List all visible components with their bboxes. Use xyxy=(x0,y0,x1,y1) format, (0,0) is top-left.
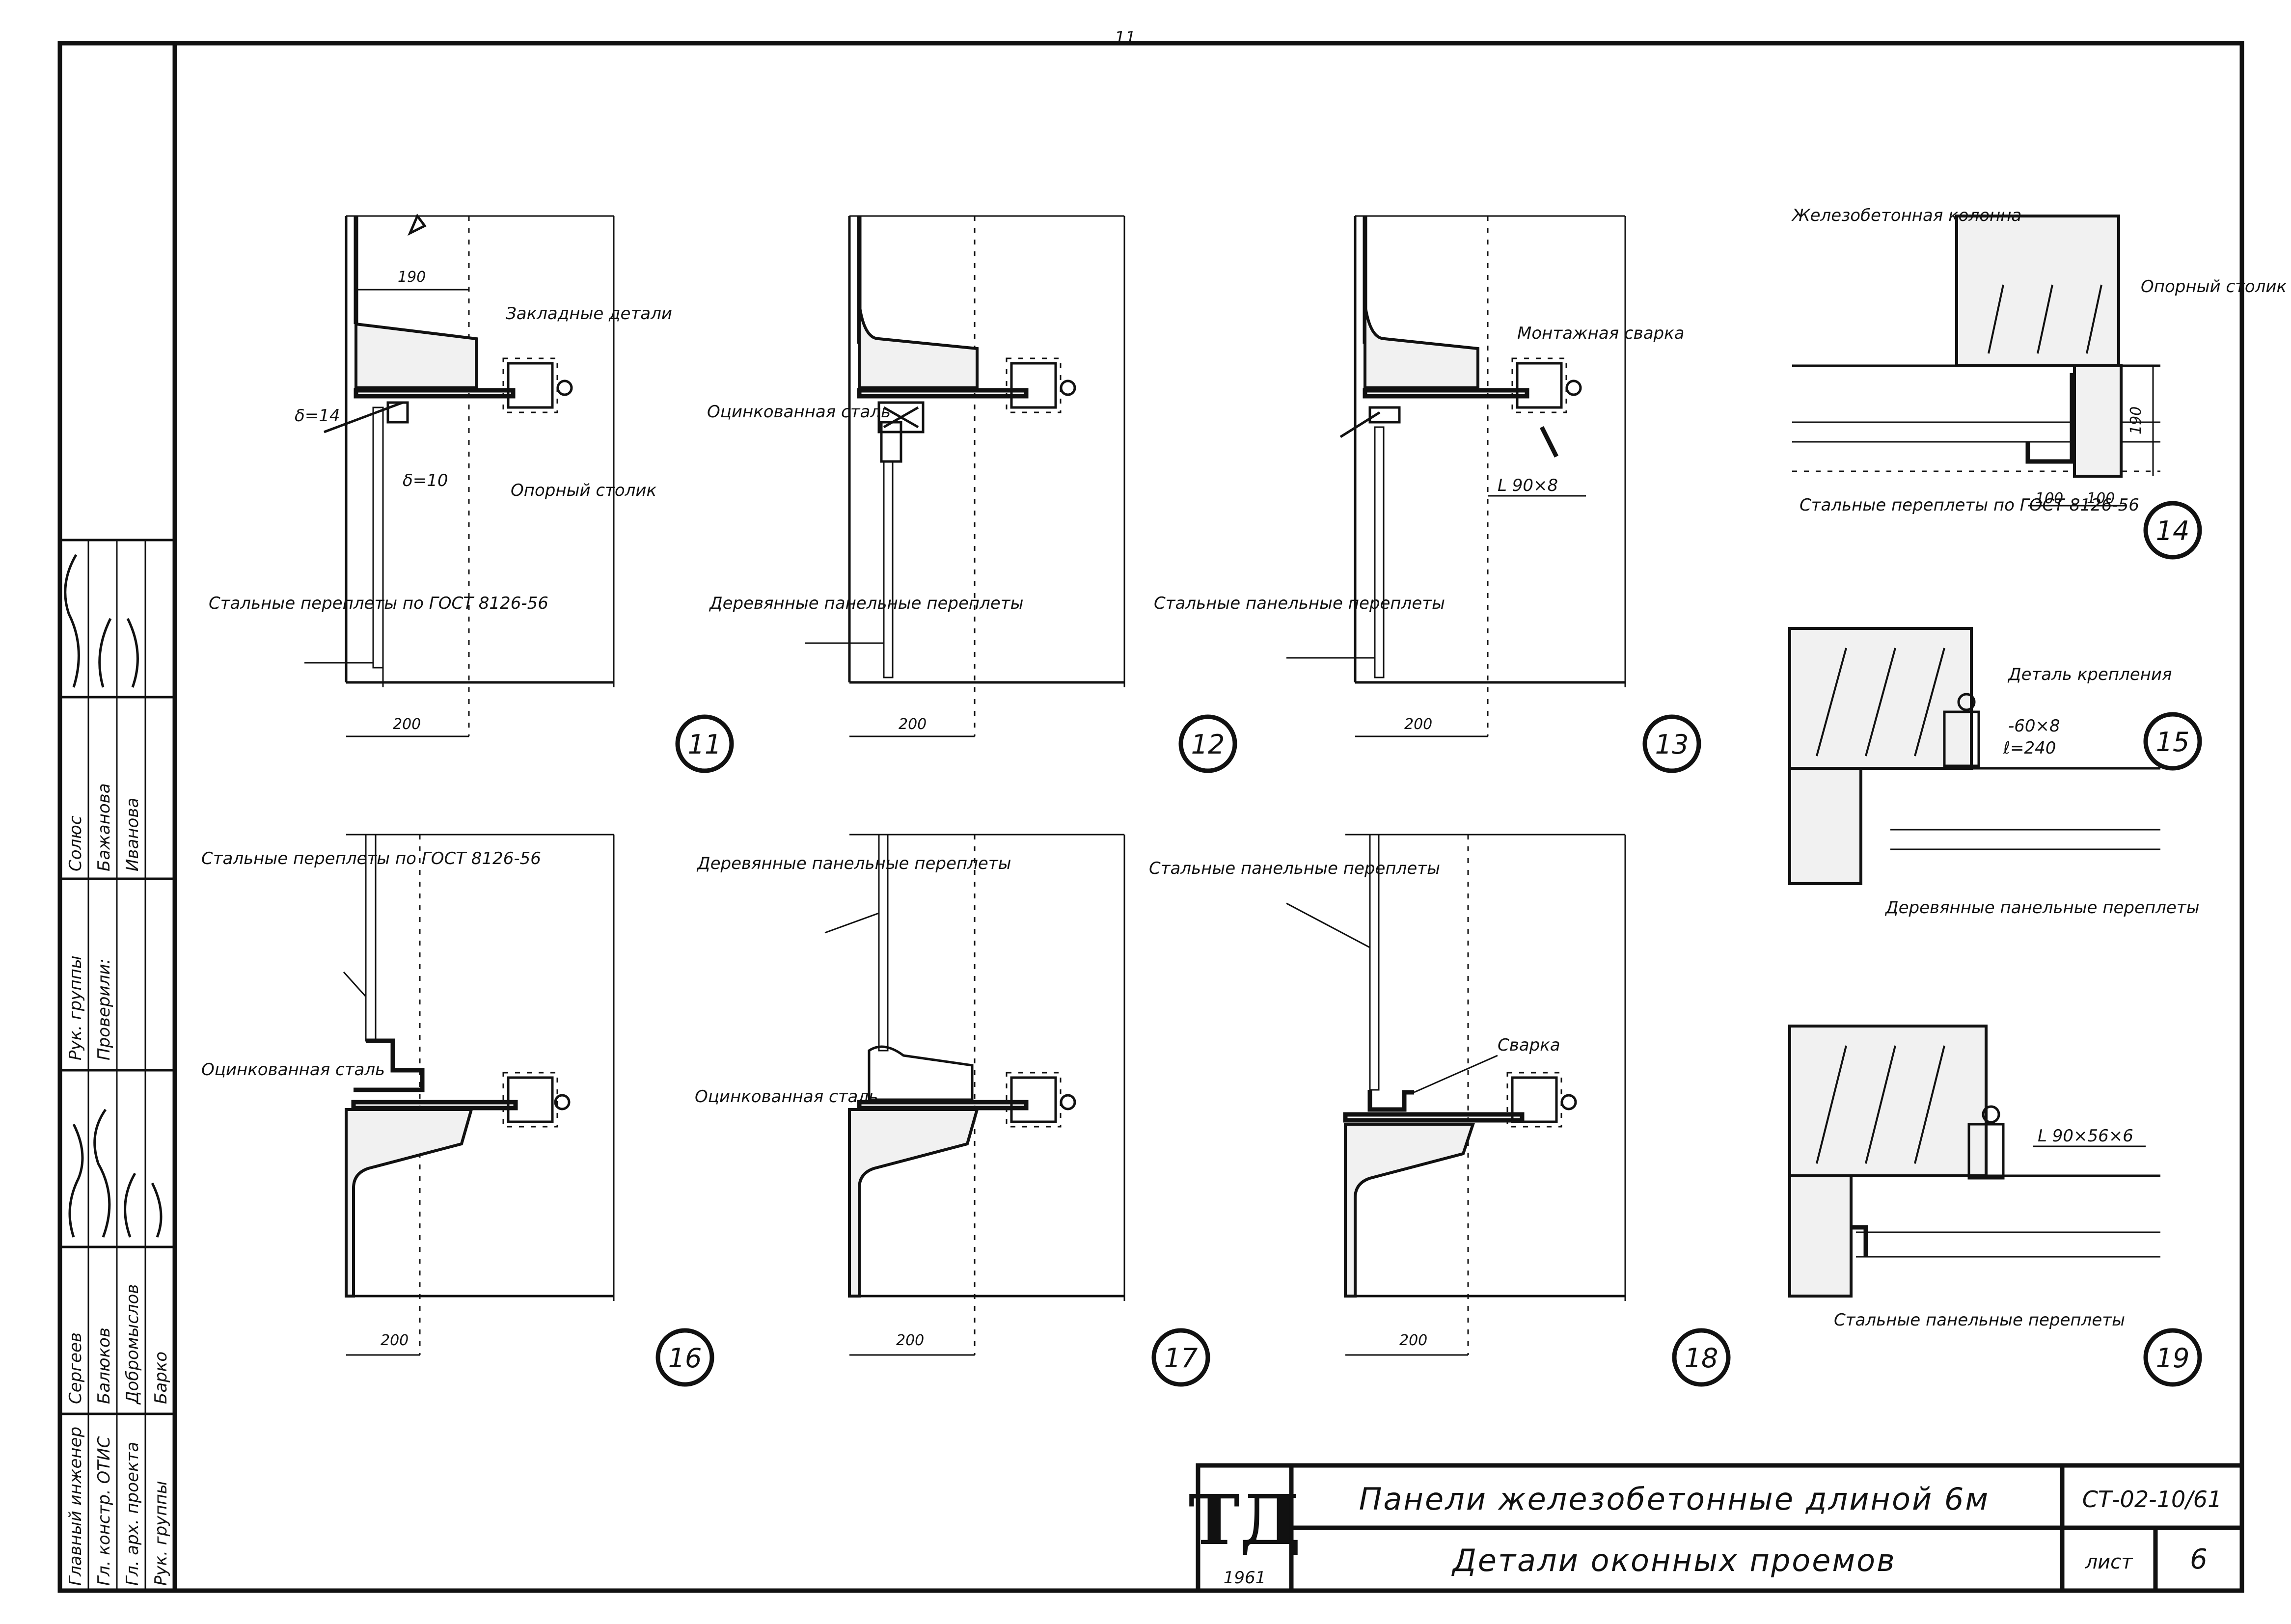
detail-14-callout xyxy=(2143,501,2202,560)
detail-18: Стальные панельные переплеты Сварка 200 … xyxy=(1149,834,1731,1387)
detail-13: Монтажная сварка L 90×8 Стальные панельн… xyxy=(1154,215,1701,773)
role-group-lead: Рук. группы xyxy=(151,1481,171,1586)
detail-11-embedded-label: Закладные детали xyxy=(506,304,672,324)
detail-18-welding-label: Сварка xyxy=(1498,1035,1560,1055)
detail-15-frames-label: Деревянные панельные переплеты xyxy=(1884,898,2199,918)
title-block: ТД 1961 Панели железобетонные длиной 6м … xyxy=(1189,1463,2244,1593)
role-chief-architect: Гл. арх. проекта xyxy=(123,1442,142,1586)
detail-12-callout xyxy=(1178,714,1237,773)
detail-17-number: 17 xyxy=(1164,1343,1198,1374)
signature-block: Главный инженер Гл. констр. ОТИС Гл. арх… xyxy=(58,539,176,1592)
role-chief-engineer: Главный инженер xyxy=(66,1427,85,1586)
detail-14-support-label: Опорный столик xyxy=(2141,277,2287,297)
detail-11-callout xyxy=(675,714,734,773)
detail-11-dim-200: 200 xyxy=(393,716,421,733)
name-sergeev: Сергеев xyxy=(66,1332,85,1404)
role-chief-constructor: Гл. констр. ОТИС xyxy=(94,1436,114,1586)
detail-11-number: 11 xyxy=(688,729,722,760)
detail-15: Деталь крепления -60×8 ℓ=240 Деревянные … xyxy=(1788,627,2202,918)
detail-19-angle-label: L 90×56×6 xyxy=(2038,1126,2133,1146)
detail-14-column-label: Железобетонная колонна xyxy=(1791,206,2021,225)
detail-16: Стальные переплеты по ГОСТ 8126-56 Оцинк… xyxy=(201,834,714,1387)
detail-18-frames-label: Стальные панельные переплеты xyxy=(1149,859,1440,878)
detail-15-plate-label: -60×8 xyxy=(2008,716,2060,736)
detail-16-callout xyxy=(655,1328,714,1387)
name-balyukov: Балюков xyxy=(94,1327,114,1404)
detail-17-frames-label: Деревянные панельные переплеты xyxy=(696,854,1011,873)
detail-12-dim-200: 200 xyxy=(899,716,927,733)
name-bazhanova: Бажанова xyxy=(94,783,114,871)
detail-18-callout xyxy=(1672,1328,1731,1387)
detail-14-frames-label: Стальные переплеты по ГОСТ 8126-56 xyxy=(1800,495,2139,515)
detail-12-galv-label: Оцинкованная сталь xyxy=(707,402,891,422)
signature-scribbles-lower xyxy=(68,1109,163,1238)
doc-code: СТ-02-10/61 xyxy=(2082,1486,2222,1513)
detail-11-delta14: δ=14 xyxy=(295,406,340,426)
td-logo: ТД xyxy=(1189,1480,1301,1561)
detail-17: Деревянные панельные переплеты Оцинкован… xyxy=(695,834,1210,1387)
detail-13-angle-label: L 90×8 xyxy=(1498,476,1558,495)
detail-13-number: 13 xyxy=(1655,729,1689,760)
detail-14-dim-100a: 100 xyxy=(2035,490,2063,507)
name-solyus: Солюс xyxy=(66,815,85,871)
detail-18-number: 18 xyxy=(1685,1343,1718,1374)
sheet-number: 6 xyxy=(2190,1543,2208,1575)
detail-19: L 90×56×6 Стальные панельные переплеты 1… xyxy=(1788,1025,2202,1387)
detail-16-dim-200: 200 xyxy=(381,1332,409,1349)
detail-15-number: 15 xyxy=(2156,727,2190,758)
detail-12: Оцинкованная сталь Деревянные панельные … xyxy=(707,215,1237,773)
sheet-frame xyxy=(57,41,2244,1593)
detail-13-callout xyxy=(1642,714,1701,773)
role-checked: Проверили: xyxy=(94,958,114,1060)
detail-13-frames-label: Стальные панельные переплеты xyxy=(1154,594,1445,613)
detail-19-number: 19 xyxy=(2156,1343,2190,1374)
title-line-2: Детали оконных проемов xyxy=(1451,1543,1896,1578)
detail-16-galv-label: Оцинкованная сталь xyxy=(201,1060,385,1080)
detail-11: 190 Закладные детали δ=14 δ=10 Опорный с… xyxy=(209,214,734,773)
detail-11-frames-label: Стальные переплеты по ГОСТ 8126-56 xyxy=(209,594,548,613)
detail-14-dim-100b: 100 xyxy=(2087,490,2115,507)
sheet-label: лист xyxy=(2085,1551,2134,1573)
detail-11-support-label: Опорный столик xyxy=(511,481,656,500)
detail-18-dim-200: 200 xyxy=(1399,1332,1427,1349)
signature-scribbles-upper xyxy=(64,554,139,688)
detail-11-dim-190: 190 xyxy=(398,269,426,286)
detail-17-galv-label: Оцинкованная сталь xyxy=(695,1087,878,1107)
name-barko: Барко xyxy=(151,1352,171,1404)
detail-16-frames-label: Стальные переплеты по ГОСТ 8126-56 xyxy=(201,849,541,868)
detail-15-length-label: ℓ=240 xyxy=(2003,738,2056,758)
detail-14-dim-190: 190 xyxy=(2127,406,2145,434)
detail-16-number: 16 xyxy=(668,1343,702,1374)
detail-17-callout xyxy=(1151,1328,1210,1387)
title-year: 1961 xyxy=(1224,1568,1266,1588)
name-dobromyslov: Добромыслов xyxy=(123,1284,142,1405)
detail-14: 190 100 100 Железобетонная колонна Опорн… xyxy=(1791,206,2287,560)
detail-15-fastener-label: Деталь крепления xyxy=(2007,665,2172,684)
detail-12-frames-label: Деревянные панельные переплеты xyxy=(709,594,1023,613)
name-ivanova: Иванова xyxy=(123,798,142,871)
detail-13-dim-200: 200 xyxy=(1404,716,1432,733)
detail-12-number: 12 xyxy=(1191,729,1225,760)
detail-14-number: 14 xyxy=(2156,515,2190,546)
detail-17-dim-200: 200 xyxy=(896,1332,924,1349)
detail-19-frames-label: Стальные панельные переплеты xyxy=(1834,1310,2125,1330)
role-group-lead-2: Рук. группы xyxy=(66,955,85,1060)
title-line-1: Панели железобетонные длиной 6м xyxy=(1359,1481,1990,1517)
detail-13-welding-label: Монтажная сварка xyxy=(1517,324,1684,343)
detail-19-callout xyxy=(2143,1328,2202,1387)
detail-11-delta10: δ=10 xyxy=(403,471,448,490)
detail-15-callout xyxy=(2143,712,2202,771)
